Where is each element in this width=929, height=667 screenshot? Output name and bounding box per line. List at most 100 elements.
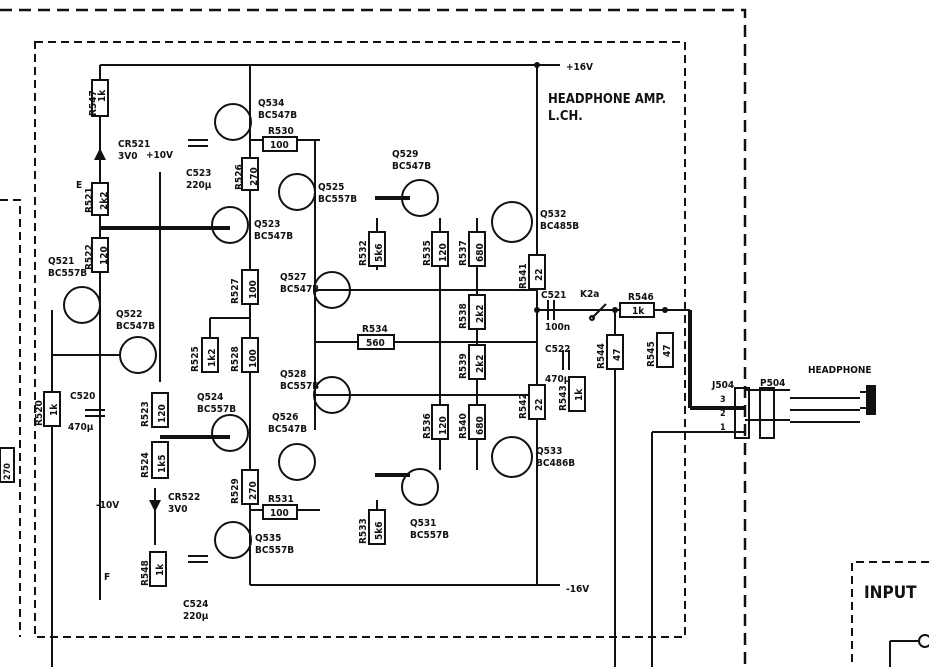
transistor-q525	[278, 173, 316, 211]
rail-pos10: +10V	[146, 150, 173, 161]
q535-ref: Q535	[255, 533, 281, 544]
transistor-q526	[278, 443, 316, 481]
r528-val: 100	[248, 349, 259, 368]
diode-cr522	[149, 500, 161, 512]
outer-border	[0, 8, 747, 667]
q531-ref: Q531	[410, 518, 436, 529]
r547-ref: R547	[88, 90, 99, 116]
r540-val: 680	[475, 416, 486, 435]
r532-val: 5k6	[374, 243, 385, 262]
q526-type: BC547B	[268, 424, 307, 435]
resistor-r548	[149, 551, 167, 587]
r527-val: 100	[248, 280, 259, 299]
r527-ref: R527	[230, 278, 241, 304]
headphone-jack-icon	[866, 385, 876, 415]
transistor-q534	[214, 103, 252, 141]
resistor-r522	[91, 237, 109, 273]
resistor-r530	[262, 136, 298, 152]
r544-val: 47	[612, 348, 623, 361]
subtitle: L.CH.	[548, 109, 583, 124]
resistor-r533	[368, 509, 386, 545]
resistor-r543	[568, 376, 586, 412]
r541-val: 22	[534, 268, 545, 281]
left-border	[0, 199, 21, 637]
c523-val: 220µ	[186, 180, 212, 191]
r524-ref: R524	[140, 452, 151, 478]
r536-val: 120	[438, 416, 449, 435]
cr522-ref: CR522	[168, 492, 200, 503]
transistor-q529	[401, 179, 439, 217]
resistor-r539	[468, 344, 486, 380]
resistor-r542	[528, 384, 546, 420]
r532-ref: R532	[358, 240, 369, 266]
r545-ref: R545	[646, 341, 657, 367]
cr522-val: 3V0	[168, 504, 187, 515]
connector-j504	[734, 387, 750, 439]
r537-val: 680	[475, 243, 486, 262]
j504-label: J504	[711, 380, 734, 391]
q527-type: BC547B	[280, 284, 319, 295]
resistor-r531	[262, 504, 298, 520]
resistor-r534	[357, 334, 395, 350]
q521-ref: Q521	[48, 256, 74, 267]
r529-val: 270	[248, 481, 259, 500]
q523-type: BC547B	[254, 231, 293, 242]
q527-ref: Q527	[280, 272, 306, 283]
transistor-q524	[211, 414, 249, 452]
c521-ref: C521	[541, 290, 566, 301]
r520-val: 1k	[49, 403, 60, 416]
r533-ref: R533	[358, 518, 369, 544]
r521-ref: R521	[84, 187, 95, 213]
r526-val: 270	[249, 167, 260, 186]
module-border	[34, 41, 686, 638]
r539-ref: R539	[458, 353, 469, 379]
resistor-r536	[431, 404, 449, 440]
r525-val: 1k2	[207, 348, 218, 367]
r545-ref: R546	[628, 292, 654, 303]
pin-1: 1	[720, 423, 726, 433]
r545-val: 1k	[632, 306, 645, 317]
ground-e: E	[76, 180, 82, 191]
r533-val: 5k6	[374, 521, 385, 540]
q531-type: BC557B	[410, 530, 449, 541]
r530-ref: R530	[268, 126, 294, 137]
r530-val: 100	[270, 140, 289, 151]
c522-val: 470µ	[545, 374, 571, 385]
diode-cr521	[94, 148, 106, 160]
r531-ref: R531	[268, 494, 294, 505]
q534-type: BC547B	[258, 110, 297, 121]
r541-ref: R541	[518, 263, 529, 289]
r522-val: 120	[99, 246, 110, 265]
c520-ref: C520	[70, 391, 95, 402]
r524-val: 1k5	[157, 454, 168, 473]
c524-val: 220µ	[183, 611, 209, 622]
r531-val: 100	[270, 508, 289, 519]
r543-ref: R543	[558, 385, 569, 411]
rail-neg10: -10V	[96, 500, 119, 511]
resistor-r527	[241, 269, 259, 305]
resistor-r547	[91, 79, 109, 117]
headphone-label: HEADPHONE	[808, 365, 872, 376]
transistor-q528	[313, 376, 351, 414]
r538-val: 2k2	[475, 304, 486, 323]
q532-type: BC485B	[540, 221, 579, 232]
transistor-q535	[214, 521, 252, 559]
r521-val: 2k2	[99, 191, 110, 210]
q523-ref: Q523	[254, 219, 280, 230]
q534-ref: Q534	[258, 98, 284, 109]
capacitor-c524	[188, 555, 208, 563]
transistor-q523	[211, 206, 249, 244]
q525-ref: Q525	[318, 182, 344, 193]
cr521-val: 3V0	[118, 151, 137, 162]
resistor-r535	[431, 231, 449, 267]
switch-label: K2a	[580, 289, 599, 300]
resistor-r544	[606, 334, 624, 370]
q521-type: BC557B	[48, 268, 87, 279]
capacitor-c522	[562, 350, 570, 370]
r538-ref: R538	[458, 303, 469, 329]
switch-k2a	[589, 303, 607, 321]
q522-type: BC547B	[116, 321, 155, 332]
r534-ref: R534	[362, 324, 388, 335]
